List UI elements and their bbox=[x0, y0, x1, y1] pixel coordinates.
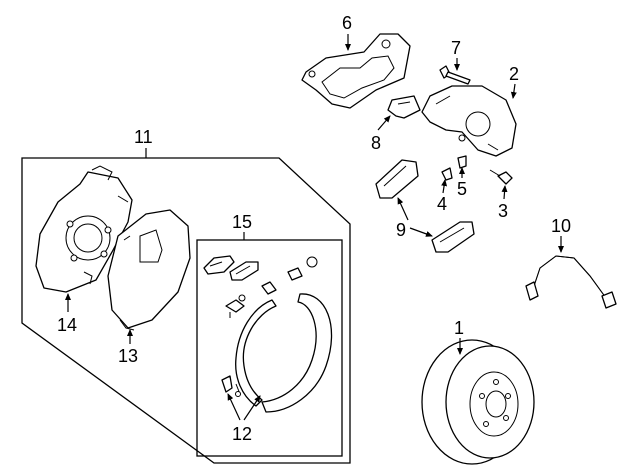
leader-12b bbox=[243, 395, 261, 421]
leader-8 bbox=[377, 115, 391, 131]
callout-14: 14 bbox=[57, 315, 77, 335]
group-11-outline bbox=[21, 157, 351, 464]
callout-11: 11 bbox=[134, 127, 153, 147]
callout-5: 5 bbox=[457, 179, 467, 199]
callout-9: 9 bbox=[396, 220, 406, 240]
callout-2: 2 bbox=[509, 64, 519, 84]
leader-4 bbox=[441, 179, 448, 194]
parking-brake-hardware-part-15 bbox=[203, 255, 333, 413]
callout-15: 15 bbox=[232, 212, 252, 232]
leader-3 bbox=[501, 185, 508, 200]
pad-clip-part-8 bbox=[387, 95, 421, 119]
callout-6: 6 bbox=[342, 13, 352, 33]
callout-13: 13 bbox=[118, 346, 138, 366]
brake-rotor-part-1 bbox=[421, 339, 535, 465]
guide-bolt-part-7 bbox=[439, 65, 471, 85]
caliper-part-2 bbox=[421, 85, 517, 157]
callout-4: 4 bbox=[437, 194, 447, 214]
callout-10: 10 bbox=[551, 216, 571, 236]
leader-9a bbox=[397, 197, 409, 221]
leader-2 bbox=[510, 83, 517, 99]
dust-shield-part-13 bbox=[107, 209, 191, 331]
bolt-part-3 bbox=[489, 169, 513, 185]
callout-7: 7 bbox=[451, 38, 461, 58]
cap-part-5 bbox=[457, 155, 467, 169]
callout-12: 12 bbox=[232, 424, 252, 444]
callout-1: 1 bbox=[454, 318, 464, 338]
caliper-bracket-part-6 bbox=[301, 33, 411, 109]
bleeder-part-4 bbox=[441, 167, 453, 181]
leader-9b bbox=[409, 227, 433, 237]
callout-8: 8 bbox=[371, 133, 381, 153]
brake-hose-part-10 bbox=[525, 255, 617, 309]
group-15-box bbox=[196, 239, 343, 457]
brake-pads-part-9 bbox=[375, 159, 475, 253]
leader-12a bbox=[227, 393, 241, 421]
backing-plate-part-14 bbox=[35, 165, 133, 293]
callout-3: 3 bbox=[498, 201, 508, 221]
